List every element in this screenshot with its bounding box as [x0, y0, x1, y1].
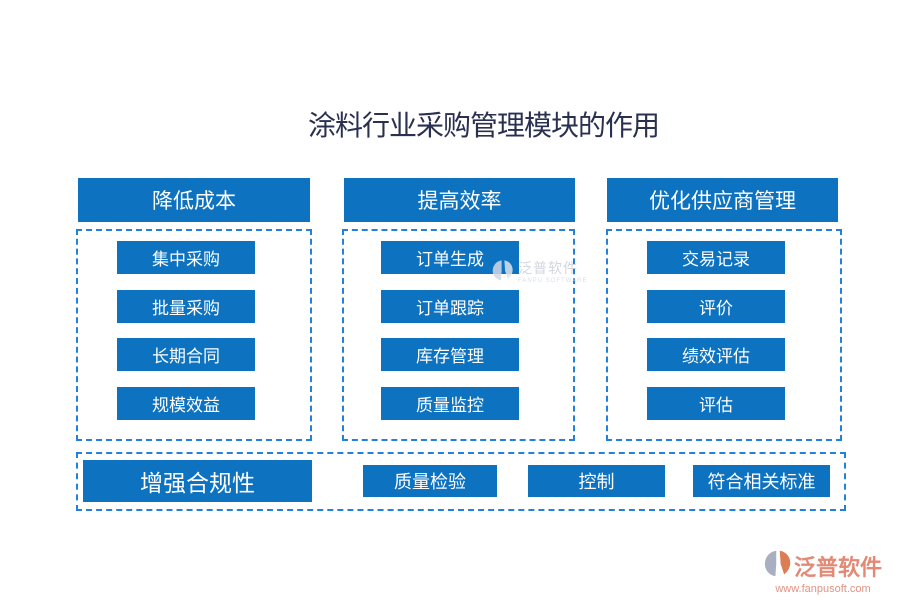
page-title: 涂料行业采购管理模块的作用: [308, 111, 660, 142]
node-order-tracking: 订单跟踪: [381, 290, 519, 323]
column-box-cost-reduction: [76, 229, 312, 441]
node-order-generation: 订单生成: [381, 241, 519, 274]
fanpu-logo-icon-watermark: [492, 258, 514, 287]
node-assessment: 评估: [647, 387, 785, 420]
fanpu-logo-icon: [764, 548, 792, 583]
bottom-box-compliance: [76, 452, 846, 511]
node-quality-inspection: 质量检验: [363, 465, 497, 497]
watermark-brand-text: 泛普软件: [518, 260, 578, 276]
column-header-efficiency: 提高效率: [344, 178, 575, 222]
footer-brand-url: www.fanpusoft.com: [775, 583, 871, 595]
footer-brand-name: 泛普软件: [794, 554, 883, 580]
node-centralized-purchasing: 集中采购: [117, 241, 255, 274]
watermark-brand-subtext: FANPU SOFTWARE: [518, 278, 588, 284]
node-performance-assessment: 绩效评估: [647, 338, 785, 371]
node-long-term-contract: 长期合同: [117, 338, 255, 371]
center-watermark: 泛普软件 FANPU SOFTWARE: [492, 258, 587, 287]
node-enhance-compliance: 增强合规性: [83, 460, 312, 502]
column-header-supplier-management: 优化供应商管理: [607, 178, 838, 222]
column-header-cost-reduction: 降低成本: [78, 178, 310, 222]
node-transaction-records: 交易记录: [647, 241, 785, 274]
node-control: 控制: [528, 465, 665, 497]
node-meet-standards: 符合相关标准: [693, 465, 830, 497]
node-economies-of-scale: 规模效益: [117, 387, 255, 420]
column-box-supplier-management: [606, 229, 842, 441]
node-inventory-management: 库存管理: [381, 338, 519, 371]
node-quality-monitoring: 质量监控: [381, 387, 519, 420]
footer-brand: 泛普软件 www.fanpusoft.com: [764, 548, 882, 595]
column-box-efficiency: [342, 229, 575, 441]
node-bulk-purchasing: 批量采购: [117, 290, 255, 323]
node-evaluation: 评价: [647, 290, 785, 323]
